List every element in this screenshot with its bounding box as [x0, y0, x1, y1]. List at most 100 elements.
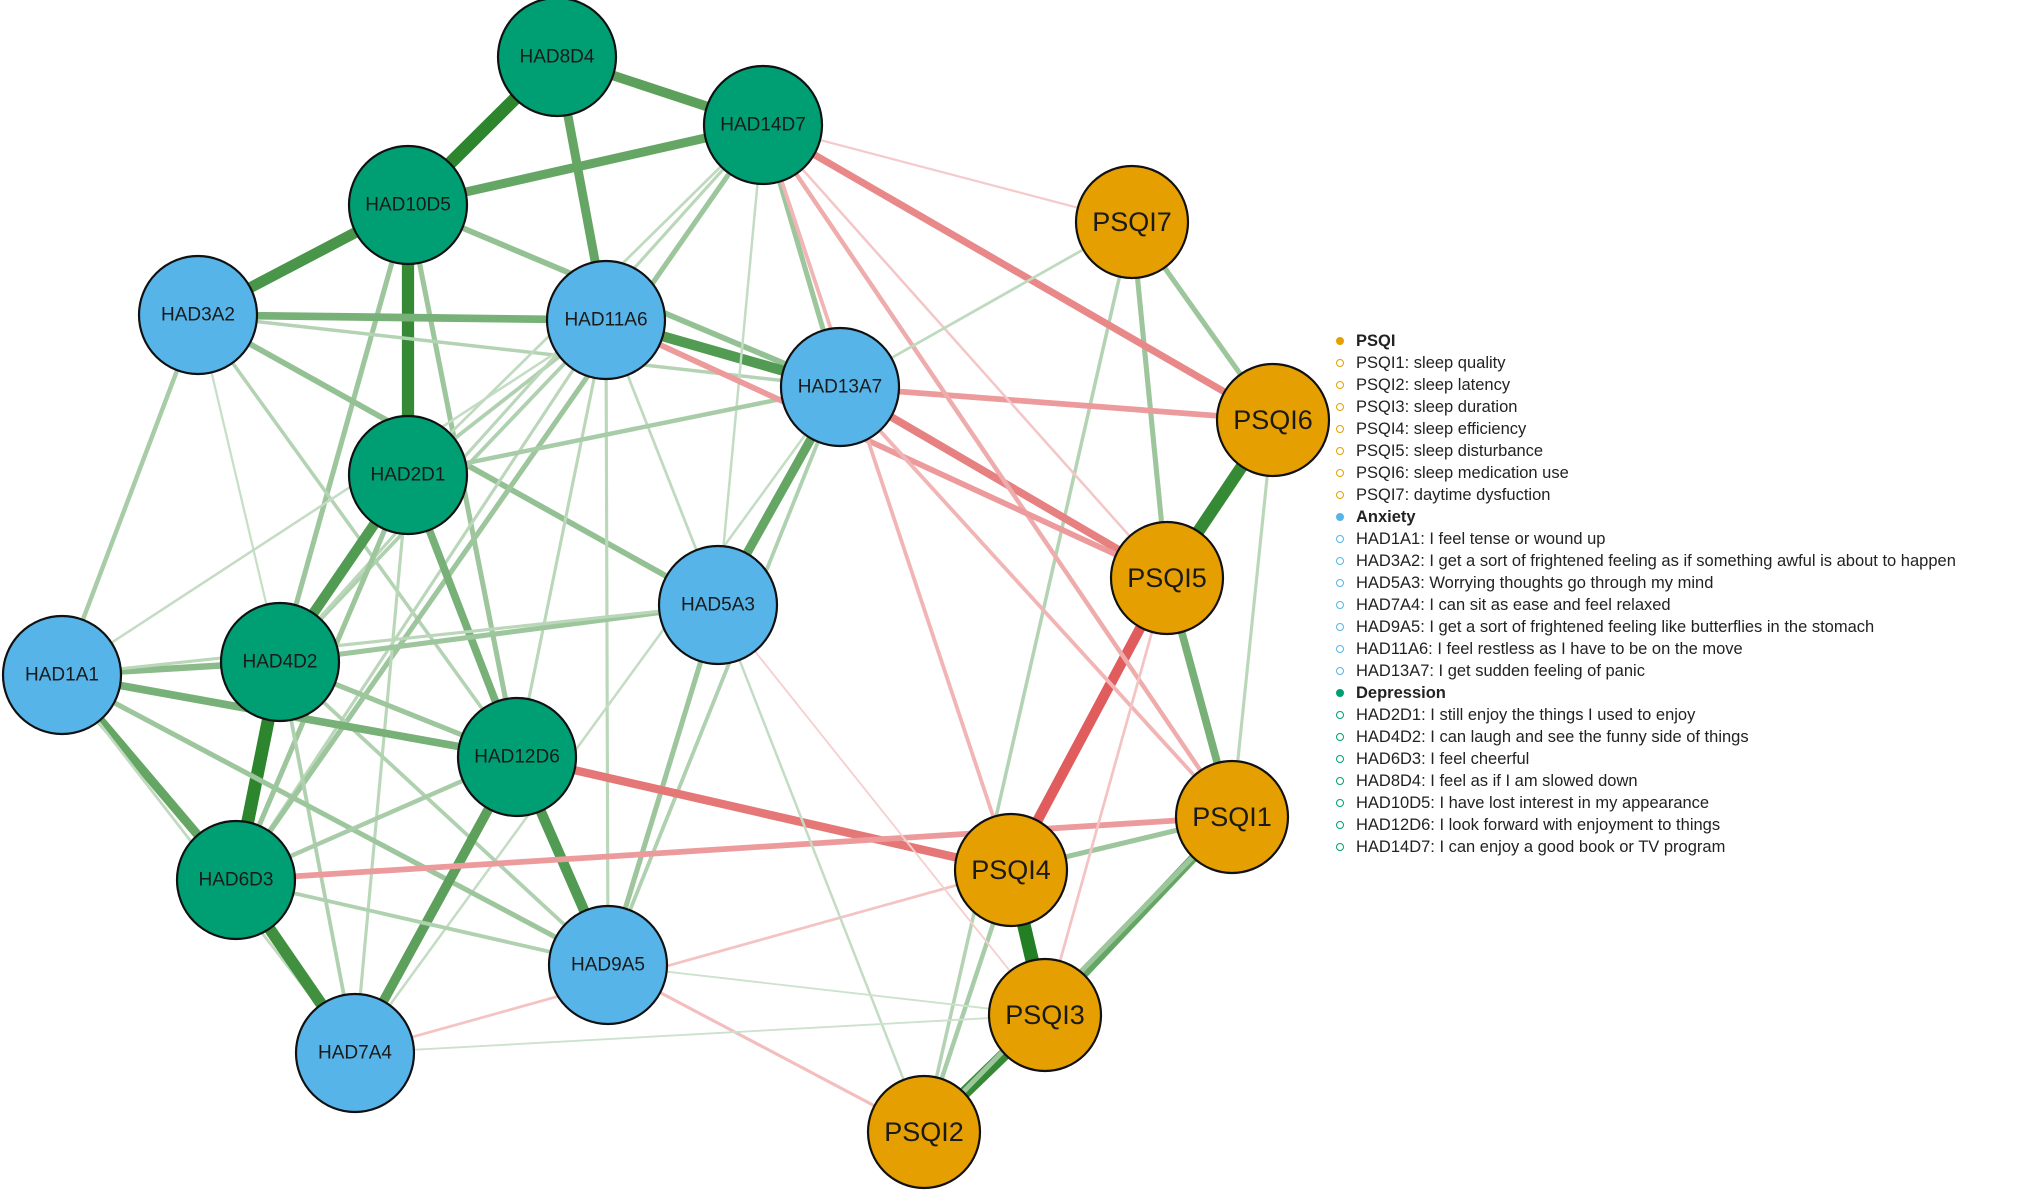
legend-marker-icon [1336, 337, 1344, 345]
legend-text: PSQI7: daytime dysfuction [1356, 486, 1551, 504]
node-circle-PSQI5 [1109, 520, 1225, 636]
legend-marker-icon [1336, 469, 1344, 477]
node-HAD9A5: HAD9A5 [547, 904, 669, 1026]
node-label-PSQI2: PSQI2 [884, 1117, 964, 1147]
node-circle-PSQI1 [1174, 759, 1290, 875]
node-label-HAD14D7: HAD14D7 [720, 115, 806, 136]
legend-text: HAD7A4: I can sit as ease and feel relax… [1356, 596, 1671, 614]
node-label-HAD5A3: HAD5A3 [681, 595, 755, 616]
legend-text: HAD3A2: I get a sort of frightened feeli… [1356, 552, 1956, 570]
node-circle-HAD1A1 [1, 614, 123, 736]
node-circle-HAD13A7 [779, 326, 901, 448]
node-label-PSQI1: PSQI1 [1192, 802, 1272, 832]
legend-marker-icon [1336, 425, 1344, 433]
legend-marker-icon [1336, 755, 1344, 763]
legend-item: HAD10D5: I have lost interest in my appe… [1336, 792, 2026, 814]
edge-HAD11A6-PSQI5 [603, 317, 1170, 581]
edge-HAD11A6-HAD12D6 [515, 318, 608, 759]
legend-text: PSQI1: sleep quality [1356, 354, 1506, 372]
edge-PSQI6-PSQI1 [1230, 418, 1275, 819]
node-circle-PSQI4 [953, 812, 1069, 928]
edge-HAD14D7-PSQI7 [761, 123, 1134, 224]
edge-HAD5A3-PSQI2 [716, 603, 926, 1134]
node-label-HAD9A5: HAD9A5 [571, 955, 645, 976]
node-HAD10D5: HAD10D5 [347, 144, 469, 266]
node-label-HAD12D6: HAD12D6 [474, 747, 560, 768]
edge-HAD14D7-PSQI6 [759, 121, 1277, 424]
legend-item: HAD4D2: I can laugh and see the funny si… [1336, 726, 2026, 748]
node-label-HAD6D3: HAD6D3 [199, 870, 274, 891]
edge-HAD7A4-PSQI3 [354, 1014, 1046, 1054]
legend-item: HAD12D6: I look forward with enjoyment t… [1336, 814, 2026, 836]
edge-HAD13A7-HAD7A4 [353, 385, 842, 1055]
edge-HAD11A6-HAD1A1 [60, 318, 608, 677]
legend-text: PSQI4: sleep efficiency [1356, 420, 1527, 438]
legend-text: HAD9A5: I get a sort of frightened feeli… [1356, 618, 1875, 636]
node-HAD13A7: HAD13A7 [779, 326, 901, 448]
edge-HAD13A7-PSQI1 [838, 385, 1234, 819]
edge-HAD5A3-HAD1A1 [60, 603, 720, 677]
edge-HAD4D2-HAD7A4 [278, 660, 357, 1055]
legend-marker-icon [1336, 579, 1344, 587]
edge-PSQI5-PSQI3 [1043, 576, 1169, 1017]
legend-text: HAD11A6: I feel restless as I have to be… [1356, 640, 1743, 658]
edge-HAD13A7-HAD9A5 [606, 385, 842, 967]
node-circle-HAD8D4 [496, 0, 618, 118]
node-circle-HAD7A4 [294, 992, 416, 1114]
edge-HAD14D7-HAD6D3 [233, 122, 766, 883]
edge-HAD11A6-HAD9A5 [604, 318, 610, 967]
node-HAD8D4: HAD8D4 [496, 0, 618, 118]
node-circle-HAD4D2 [219, 601, 341, 723]
edge-HAD3A2-HAD11A6 [194, 311, 610, 324]
legend-item: HAD11A6: I feel restless as I have to be… [1336, 638, 2026, 660]
legend-item: HAD7A4: I can sit as ease and feel relax… [1336, 594, 2026, 616]
legend-text: HAD8D4: I feel as if I am slowed down [1356, 772, 1638, 790]
legend-text: HAD12D6: I look forward with enjoyment t… [1356, 816, 1721, 834]
edge-HAD3A2-HAD12D6 [196, 313, 519, 759]
edge-HAD6D3-PSQI1 [233, 814, 1235, 883]
node-circle-HAD6D3 [175, 819, 297, 941]
node-circle-PSQI7 [1074, 164, 1190, 280]
legend-text: HAD5A3: Worrying thoughts go through my … [1356, 574, 1714, 592]
node-PSQI4: PSQI4 [953, 812, 1069, 928]
edge-HAD13A7-HAD2D1 [405, 384, 843, 478]
edge-HAD6D3-HAD9A5 [234, 878, 610, 967]
edge-HAD10D5-HAD4D2 [277, 202, 411, 665]
legend-marker-icon [1336, 623, 1344, 631]
edge-HAD4D2-HAD9A5 [278, 660, 610, 967]
edge-HAD3A2-HAD13A7 [196, 313, 842, 389]
legend-text: HAD4D2: I can laugh and see the funny si… [1356, 728, 1749, 746]
edge-HAD5A3-HAD9A5 [605, 602, 721, 968]
node-label-HAD4D2: HAD4D2 [243, 652, 318, 673]
edge-HAD2D1-HAD7A4 [353, 473, 410, 1055]
node-label-HAD7A4: HAD7A4 [318, 1043, 392, 1064]
legend-text: PSQI2: sleep latency [1356, 376, 1511, 394]
legend-marker-icon [1336, 799, 1344, 807]
node-circle-HAD3A2 [137, 254, 259, 376]
legend-marker-icon [1336, 733, 1344, 741]
legend-marker-icon [1336, 711, 1344, 719]
legend-item: HAD2D1: I still enjoy the things I used … [1336, 704, 2026, 726]
node-HAD4D2: HAD4D2 [219, 601, 341, 723]
node-label-HAD11A6: HAD11A6 [564, 310, 647, 331]
node-label-PSQI5: PSQI5 [1127, 563, 1207, 593]
legend-marker-icon [1336, 513, 1344, 521]
edge-HAD11A6-HAD6D3 [234, 318, 608, 882]
edge-HAD13A7-PSQI6 [837, 384, 1276, 423]
node-PSQI6: PSQI6 [1215, 362, 1331, 478]
legend-marker-icon [1336, 601, 1344, 609]
legend-item: HAD13A7: I get sudden feeling of panic [1336, 660, 2026, 682]
node-circle-HAD10D5 [347, 144, 469, 266]
legend-item: PSQI7: daytime dysfuction [1336, 484, 2026, 506]
node-PSQI1: PSQI1 [1174, 759, 1290, 875]
node-circle-PSQI3 [987, 957, 1103, 1073]
legend-item: HAD3A2: I get a sort of frightened feeli… [1336, 550, 2026, 572]
legend-text: HAD14D7: I can enjoy a good book or TV p… [1356, 838, 1726, 856]
legend-item: HAD1A1: I feel tense or wound up [1336, 528, 2026, 550]
node-label-HAD13A7: HAD13A7 [798, 377, 883, 398]
edge-HAD3A2-HAD1A1 [59, 312, 201, 678]
node-PSQI5: PSQI5 [1109, 520, 1225, 636]
legend-marker-icon [1336, 381, 1344, 389]
legend-group-depression: Depression [1336, 682, 2026, 704]
